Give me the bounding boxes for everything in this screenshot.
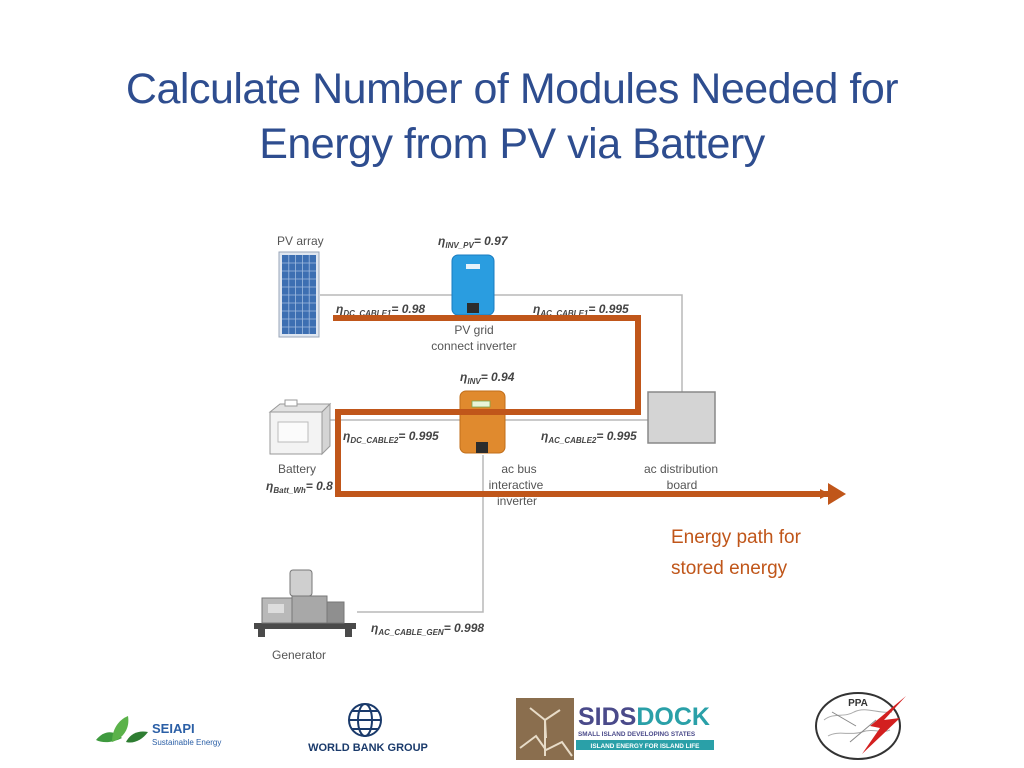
lightning-bolt-icon [862,696,906,754]
sidsdock-wordmark: SIDSDOCK [578,703,710,731]
slide-title: Calculate Number of Modules Needed for E… [60,62,964,172]
seiapi-tagline: Sustainable Energy [152,738,221,747]
eta-dc-cable1-label: ηDC_CABLE1= 0.98 [336,302,425,318]
eta-dc-cable2-label: ηDC_CABLE2= 0.995 [343,429,439,445]
pv-array-label: PV array [277,234,324,248]
ppa-logo: PPA [815,692,906,760]
pv-inverter-label-line-2: connect inverter [431,339,516,353]
globe-icon [348,703,382,737]
sidsdock-subtitle: SMALL ISLAND DEVELOPING STATES [578,731,696,738]
ac-bus-label-line-2: interactive [489,478,544,492]
energy-path-arrow [333,315,830,499]
seiapi-name: SEIAPI [152,721,195,736]
eta-ac-cable-gen-label: ηAC_CABLE_GEN= 0.998 [371,621,484,637]
ac-bus-label-line-3: inverter [497,494,537,508]
eta-ac-cable1-label: ηAC_CABLE1= 0.995 [533,302,629,318]
eta-inv-pv-label: ηINV_PV= 0.97 [438,234,509,250]
pv-inverter-icon [451,254,495,316]
ac-inverter-icon [459,390,506,454]
distribution-label-line-1: ac distribution [644,462,718,476]
generator-icon [254,569,356,637]
world-bank-text: WORLD BANK GROUP [308,742,428,754]
sidsdock-tagline: ISLAND ENERGY FOR ISLAND LIFE [591,743,701,750]
energy-path-legend: Energy path for stored energy [671,522,801,584]
seiapi-logo: SEIAPI Sustainable Energy [96,716,221,747]
battery-icon [268,399,332,456]
distribution-label-line-2: board [667,478,698,492]
wind-turbine-icon [519,707,573,757]
battery-label: Battery [278,462,316,476]
ppa-text: PPA [848,698,868,709]
energy-path-arrowhead [828,483,846,505]
legend-line-2: stored energy [671,558,788,579]
pv-inverter-label-line-1: PV grid [454,323,493,337]
distribution-board-icon [647,391,716,444]
sidsdock-logo: SIDSDOCK SMALL ISLAND DEVELOPING STATES … [516,698,714,760]
legend-line-1: Energy path for [671,527,801,548]
pv-to-board-wire [320,294,683,392]
pv-array-icon [278,251,320,338]
world-bank-group-logo: WORLD BANK GROUP [308,703,428,754]
ac-bus-label-line-1: ac bus [501,462,536,476]
eta-inv-label: ηINV= 0.94 [460,370,515,386]
generator-wire [357,455,484,613]
eta-ac-cable2-label: ηAC_CABLE2= 0.995 [541,429,637,445]
slide-title-line-2: Energy from PV via Battery [259,120,765,168]
slide-title-line-1: Calculate Number of Modules Needed for [125,65,899,113]
generator-label: Generator [272,648,326,662]
eta-batt-label: ηBatt_Wh= 0.8 [266,479,333,495]
wiring [320,294,683,613]
